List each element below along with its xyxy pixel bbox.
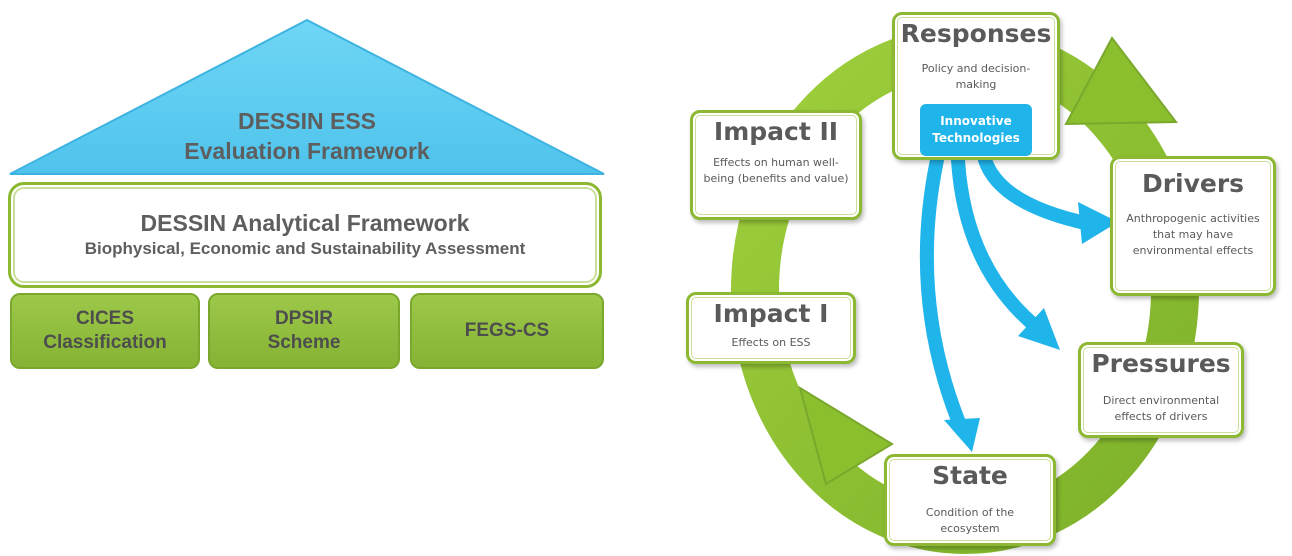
pillar-dpsir: DPSIR Scheme — [208, 293, 400, 369]
roof-line-2: Evaluation Framework — [184, 138, 430, 164]
roof-label: DESSIN ESS Evaluation Framework — [8, 106, 606, 166]
pressures-desc: Direct environmental effects of drivers — [1102, 394, 1220, 423]
analytical-framework-title: DESSIN Analytical Framework — [140, 210, 470, 236]
innovation-arrows — [919, 153, 1097, 437]
pillar-cices-line-1: CICES — [75, 308, 135, 329]
pillar-fegs-cs-line-1: FEGS-CS — [464, 320, 550, 341]
state-title: State — [932, 461, 1008, 490]
node-impact-2: Impact II Effects on human well-being (b… — [690, 110, 862, 220]
analytical-framework-subtitle: Biophysical, Economic and Sustainability… — [84, 239, 526, 258]
analytical-framework-box: DESSIN Analytical Framework Biophysical,… — [8, 182, 602, 288]
pillar-cices: CICES Classification — [10, 293, 200, 369]
node-pressures: Pressures Direct environmental effects o… — [1078, 342, 1244, 438]
arrow-to-drivers — [978, 153, 1097, 231]
arrow-to-state — [919, 153, 969, 437]
pillar-cices-line-2: Classification — [43, 332, 167, 353]
responses-title: Responses — [900, 19, 1052, 48]
impact-2-title: Impact II — [713, 117, 839, 146]
roof-line-1: DESSIN ESS — [237, 108, 377, 134]
arrowhead-state — [944, 418, 980, 452]
pillar-dpsir-line-2: Scheme — [267, 332, 341, 353]
drivers-desc: Anthropogenic activities that may have e… — [1126, 212, 1260, 257]
node-impact-1: Impact I Effects on ESS — [686, 292, 856, 364]
pillar-fegs-cs: FEGS-CS — [410, 293, 604, 369]
impact-1-desc: Effects on ESS — [731, 336, 811, 349]
evaluation-framework-roof — [9, 18, 605, 175]
arrow-to-pressures — [951, 153, 1047, 337]
innovative-technologies-badge: Innovative Technologies — [920, 104, 1032, 156]
node-state: State Condition of the ecosystem — [884, 454, 1056, 546]
ring-arrowhead-top-right — [1064, 36, 1178, 126]
arrowhead-drivers — [1078, 202, 1118, 244]
impact-2-desc: Effects on human well-being (benefits an… — [703, 156, 849, 185]
impact-1-title: Impact I — [713, 299, 829, 328]
arrowhead-pressures — [1018, 308, 1060, 350]
responses-desc: Policy and decision-making — [921, 62, 1031, 91]
pillar-dpsir-line-1: DPSIR — [274, 308, 334, 329]
drivers-title: Drivers — [1141, 169, 1245, 198]
ring-arrowhead-bottom-left — [798, 385, 894, 486]
node-drivers: Drivers Anthropogenic activities that ma… — [1110, 156, 1276, 296]
pressures-title: Pressures — [1091, 349, 1231, 378]
state-desc: Condition of the ecosystem — [925, 506, 1015, 535]
